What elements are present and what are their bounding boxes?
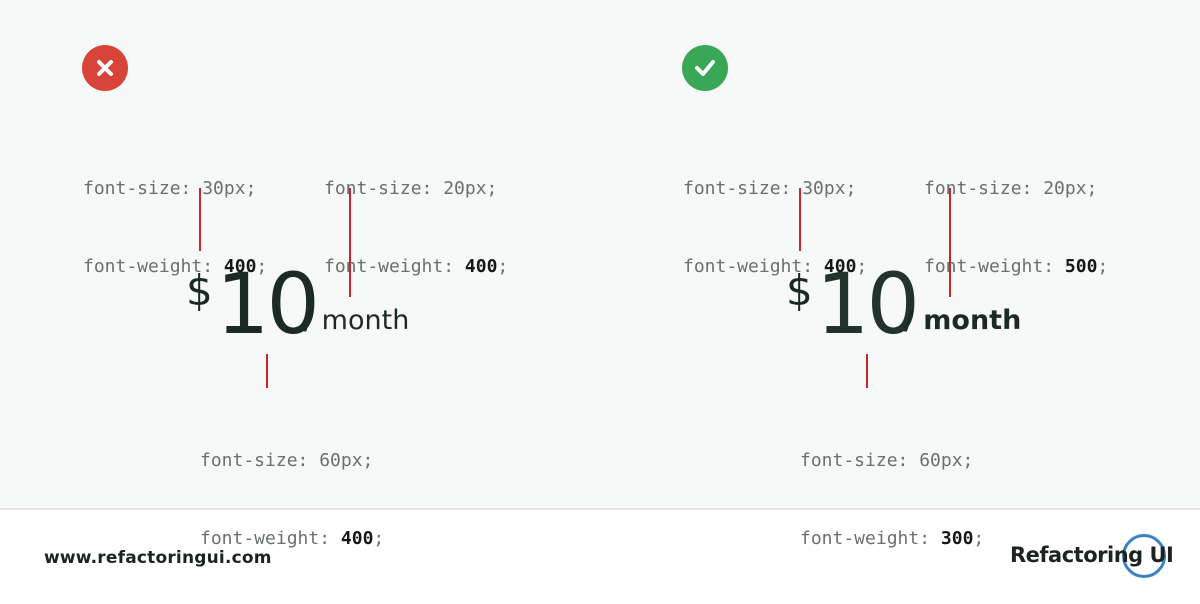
bad-price-display: $ 10 / month — [186, 260, 426, 346]
css-font-weight: font-weight: 400; — [83, 254, 267, 280]
price-amount: 10 — [216, 255, 320, 353]
css-property: font-weight: — [800, 528, 941, 549]
css-value: 300 — [940, 528, 974, 549]
leader-line-amount — [266, 354, 268, 388]
bad-top-left-css: font-size: 30px; font-weight: 400; — [83, 124, 267, 332]
css-font-size: font-size: 30px; — [83, 178, 257, 199]
good-top-left-css: font-size: 30px; font-weight: 400; — [683, 124, 867, 332]
price-period: / month — [304, 305, 410, 336]
css-semicolon: ; — [973, 528, 985, 549]
good-price-display: $ 10 / month — [786, 260, 1026, 346]
price-amount: 10 — [816, 255, 920, 353]
logo-text: Refactoring UI — [1010, 543, 1174, 567]
logo-ring-icon — [1122, 534, 1166, 578]
check-icon — [682, 45, 728, 91]
good-bottom-css: font-size: 60px; font-weight: 300; — [800, 396, 984, 604]
website-url[interactable]: www.refactoringui.com — [44, 548, 272, 568]
comparison-panel: font-size: 30px; font-weight: 400; font-… — [82, 45, 1109, 549]
css-font-weight: font-weight: 400; — [324, 254, 508, 280]
x-icon — [82, 45, 128, 91]
css-value: 400 — [340, 528, 374, 549]
css-semicolon: ; — [256, 256, 268, 277]
css-semicolon: ; — [497, 256, 509, 277]
css-value: 400 — [464, 256, 498, 277]
css-value: 400 — [223, 256, 257, 277]
price-period: / month — [904, 305, 1022, 336]
css-font-weight: font-weight: 400; — [200, 526, 384, 552]
css-property: font-weight: — [200, 528, 341, 549]
css-property: font-weight: — [683, 256, 824, 277]
leader-line-period — [949, 188, 951, 297]
bad-bottom-css: font-size: 60px; font-weight: 400; — [200, 396, 384, 604]
css-semicolon: ; — [1097, 256, 1109, 277]
css-font-size: font-size: 20px; — [324, 178, 498, 199]
leader-line-currency — [199, 188, 201, 251]
css-font-weight: font-weight: 500; — [924, 254, 1108, 280]
css-font-size: font-size: 60px; — [800, 450, 974, 471]
bad-top-right-css: font-size: 20px; font-weight: 400; — [324, 124, 508, 332]
css-semicolon: ; — [373, 528, 385, 549]
css-property: font-weight: — [324, 256, 465, 277]
leader-line-amount — [866, 354, 868, 388]
css-property: font-weight: — [83, 256, 224, 277]
css-property: font-weight: — [924, 256, 1065, 277]
css-font-size: font-size: 20px; — [924, 178, 1098, 199]
css-value: 400 — [823, 256, 857, 277]
leader-line-currency — [799, 188, 801, 251]
good-top-right-css: font-size: 20px; font-weight: 500; — [924, 124, 1108, 332]
css-semicolon: ; — [856, 256, 868, 277]
refactoring-ui-logo: Refactoring UI — [1008, 532, 1174, 580]
css-font-weight: font-weight: 400; — [683, 254, 867, 280]
price-currency: $ — [186, 266, 213, 315]
css-font-weight: font-weight: 300; — [800, 526, 984, 552]
css-font-size: font-size: 60px; — [200, 450, 374, 471]
price-currency: $ — [786, 266, 813, 315]
footer-divider — [0, 508, 1200, 510]
css-font-size: font-size: 30px; — [683, 178, 857, 199]
css-value: 500 — [1064, 256, 1098, 277]
leader-line-period — [349, 188, 351, 297]
